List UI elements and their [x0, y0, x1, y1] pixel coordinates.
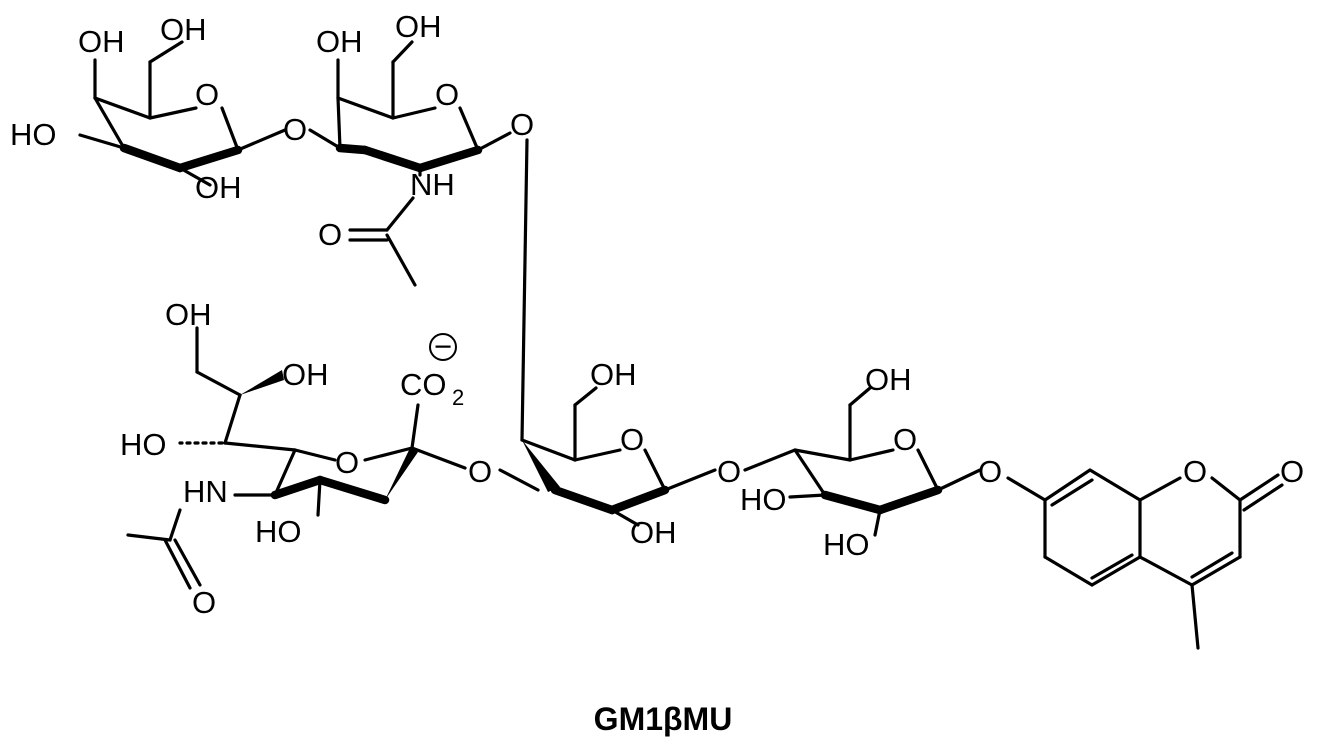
label-ho: HO	[10, 117, 57, 152]
label-o: O	[283, 112, 307, 147]
sialic-acid-ring	[126, 326, 467, 590]
label-o: O	[192, 585, 216, 620]
label-nh: NH	[410, 167, 455, 202]
label-o: O	[1280, 454, 1304, 489]
label-o: O	[620, 422, 644, 457]
label-oh: OH	[160, 12, 207, 47]
compound-title: GM1βMU	[594, 701, 733, 737]
label-ho: HO	[255, 514, 302, 549]
label-o: O	[318, 217, 342, 252]
label-ho: HO	[120, 427, 167, 462]
label-oh: OH	[282, 357, 329, 392]
label-oh: OH	[165, 297, 212, 332]
label-subscript-2: 2	[452, 385, 464, 410]
galnac-ring	[308, 40, 512, 287]
central-galactose-ring	[498, 386, 717, 527]
label-ho: HO	[823, 527, 870, 562]
label-hn: HN	[183, 474, 228, 509]
label-ho: HO	[740, 482, 787, 517]
label-o: O	[468, 454, 492, 489]
label-o: O	[1183, 454, 1207, 489]
atom-labels: OH OH HO O OH O OH OH O O NH O OH OH HO …	[10, 9, 1304, 620]
label-o: O	[893, 422, 917, 457]
label-o: O	[510, 107, 534, 142]
label-oh: OH	[590, 357, 637, 392]
label-oh: OH	[395, 9, 442, 44]
charge-circle	[429, 333, 457, 361]
label-o: O	[195, 77, 219, 112]
label-oh: OH	[316, 24, 363, 59]
label-o: O	[435, 77, 459, 112]
label-oh: OH	[865, 362, 912, 397]
glucose-ring	[743, 386, 982, 537]
label-o: O	[717, 454, 741, 489]
label-o: O	[335, 445, 359, 480]
label-oh: OH	[195, 170, 242, 205]
label-co: CO	[400, 367, 447, 402]
coumarin-ring	[1006, 468, 1284, 650]
label-o: O	[978, 454, 1002, 489]
label-oh: OH	[78, 24, 125, 59]
glycosidic-bond	[520, 138, 529, 442]
galactose-ring	[78, 40, 287, 187]
label-oh: OH	[630, 515, 677, 550]
label-charge: −	[434, 329, 452, 364]
